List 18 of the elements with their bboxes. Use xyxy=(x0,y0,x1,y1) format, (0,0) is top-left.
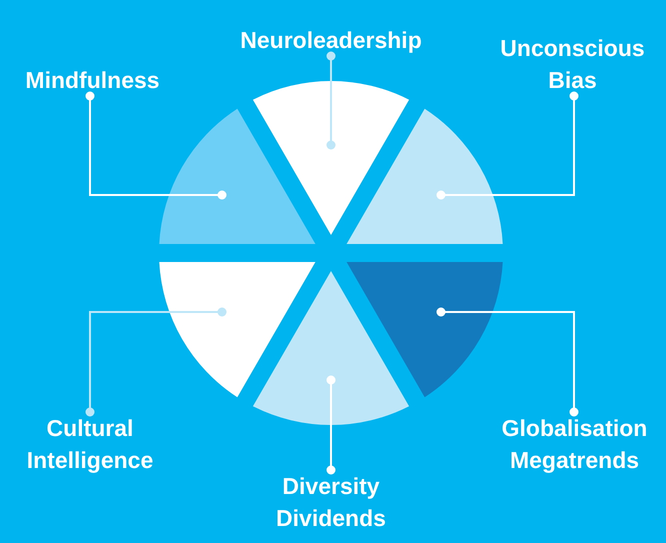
leader-line xyxy=(436,92,578,200)
pie-segment xyxy=(346,262,503,398)
leader-line xyxy=(326,376,336,474)
leader-line xyxy=(86,308,226,416)
topic-label: Unconscious Bias xyxy=(499,34,646,95)
topic-label: Diversity Dividends xyxy=(275,472,387,533)
leader-line xyxy=(436,308,578,416)
leader-line xyxy=(86,92,226,200)
topic-label: Globalisation Megatrends xyxy=(500,414,648,475)
pie-segment xyxy=(252,271,410,425)
leader-line xyxy=(326,52,336,150)
pie-segment xyxy=(346,108,503,244)
pie-segment xyxy=(252,81,410,235)
topic-label: Neuroleadership xyxy=(240,26,422,55)
pie-segment xyxy=(159,262,316,398)
topic-label: Mindfulness xyxy=(25,66,160,95)
topic-label: Cultural Intelligence xyxy=(26,414,154,475)
pie-segment xyxy=(159,108,316,244)
